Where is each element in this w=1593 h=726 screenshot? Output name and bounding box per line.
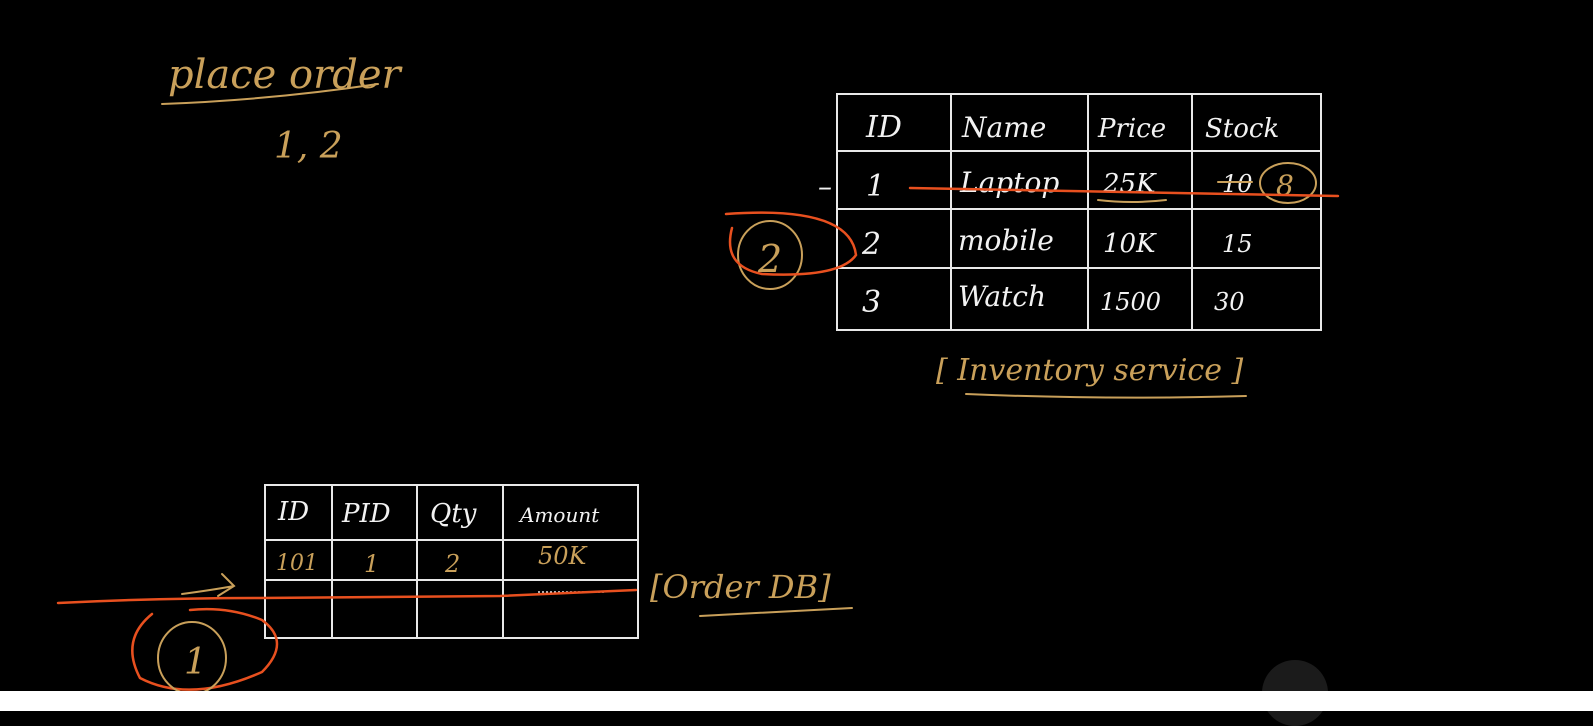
note-items: 1, 2 — [274, 126, 343, 167]
inventory-cell-name-2: mobile — [958, 224, 1054, 257]
note-title-underline — [161, 83, 379, 105]
note-title: place order — [168, 52, 404, 98]
inventory-header-stock: Stock — [1205, 114, 1279, 144]
laptop-row-strike — [908, 186, 1340, 198]
bottom-edge — [0, 691, 1593, 711]
new-stock-value: 8 — [1276, 169, 1294, 202]
insert-arrow — [181, 573, 236, 597]
inventory-cell-price-3: 1500 — [1100, 288, 1161, 316]
order-cell-amount-1: 50K — [538, 542, 589, 570]
inventory-row-marker: – — [818, 170, 832, 203]
order-header-amount: Amount — [518, 503, 600, 527]
inventory-cell-name-3: Watch — [958, 280, 1046, 313]
inventory-header-name: Name — [961, 111, 1046, 144]
whiteboard-canvas: place order 1, 2 ID Name Price Stock 1 L… — [0, 52, 1593, 726]
inventory-header-id: ID — [865, 110, 902, 145]
inventory-cell-name-1: Laptop — [959, 166, 1059, 199]
order-table-grid — [264, 484, 639, 639]
inventory-cell-id-1: 1 — [866, 169, 885, 204]
order-caption: [Order DB] — [650, 568, 831, 606]
inventory-cell-stock-3: 30 — [1214, 288, 1245, 316]
order-insert-line — [56, 588, 638, 605]
inventory-caption-underline — [965, 393, 1247, 399]
order-header-pid: PID — [341, 499, 391, 529]
inventory-cell-stock-2: 15 — [1222, 230, 1253, 258]
order-cell-qty-1: 2 — [444, 550, 460, 578]
inventory-table-grid — [836, 93, 1322, 331]
price-underline — [1097, 199, 1167, 203]
step-2-circle — [737, 220, 803, 290]
step-1-label: 1 — [184, 642, 207, 683]
order-caption-underline — [699, 607, 853, 617]
inventory-caption: [ Inventory service ] — [936, 353, 1244, 388]
step-1-highlight — [131, 607, 279, 691]
inventory-cell-id-3: 3 — [862, 285, 881, 320]
new-stock-circle — [1259, 162, 1317, 204]
inventory-header-price: Price — [1097, 114, 1166, 144]
order-header-qty: Qty — [430, 499, 477, 529]
step-2-highlight — [724, 211, 858, 276]
order-cell-pid-1: 1 — [364, 550, 379, 578]
order-cell-id-1: 101 — [276, 551, 318, 576]
inventory-cell-id-2: 2 — [861, 227, 881, 262]
order-header-id: ID — [277, 497, 309, 527]
sketch-layer: place order 1, 2 ID Name Price Stock 1 L… — [56, 52, 1340, 695]
inventory-cell-price-1: 25K — [1102, 169, 1157, 199]
inventory-cell-price-2: 10K — [1103, 229, 1157, 259]
